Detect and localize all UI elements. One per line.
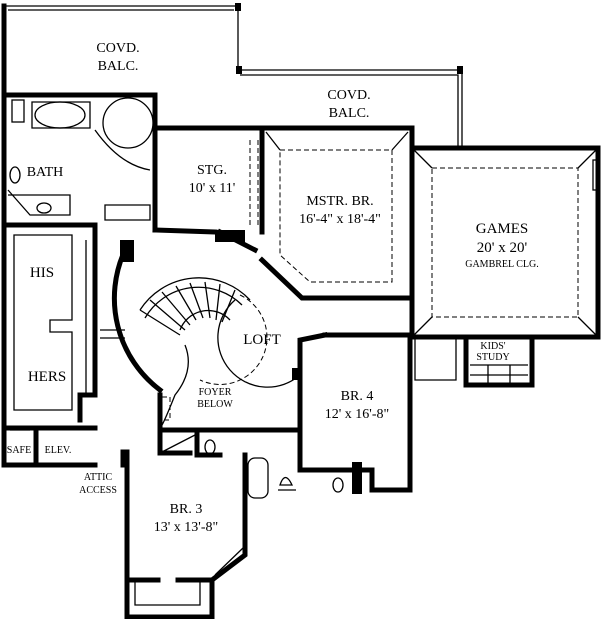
covered-balcony-1 bbox=[1, 3, 242, 98]
kids-study-sublabel: STUDY bbox=[476, 352, 509, 363]
foyer-walls bbox=[157, 332, 415, 433]
mstr-br-label: MSTR. BR. bbox=[306, 194, 373, 209]
stg-label: STG. bbox=[197, 163, 227, 178]
covd-balc-1-label: COVD. bbox=[96, 41, 139, 56]
attic-sublabel: ACCESS bbox=[79, 485, 117, 496]
corridor bbox=[77, 449, 126, 468]
loft-label: LOFT bbox=[243, 332, 281, 348]
room-labels: COVD. BALC. COVD. BALC. BATH STG. 10' x … bbox=[7, 41, 539, 535]
bath-label: BATH bbox=[27, 165, 64, 180]
stg-size: 10' x 11' bbox=[189, 181, 236, 196]
safe-elevator bbox=[1, 425, 98, 468]
kids-study bbox=[414, 335, 535, 388]
games-label: GAMES bbox=[476, 221, 529, 237]
br3-size: 13' x 13'-8" bbox=[154, 520, 218, 535]
covd-balc-1-sublabel: BALC. bbox=[98, 59, 139, 74]
bath-room bbox=[1, 92, 158, 228]
covd-balc-2-sublabel: BALC. bbox=[329, 106, 370, 121]
his-label: HIS bbox=[30, 265, 54, 281]
bath-2 bbox=[157, 337, 413, 499]
foyer-sublabel: BELOW bbox=[197, 399, 233, 410]
br4-size: 12' x 16'-8" bbox=[325, 407, 389, 422]
games-note: GAMBREL CLG. bbox=[465, 259, 539, 270]
br3-label: BR. 3 bbox=[170, 502, 203, 517]
elev-label: ELEV. bbox=[45, 445, 72, 456]
games-room bbox=[409, 145, 601, 340]
spiral-staircase bbox=[100, 227, 301, 426]
safe-label: SAFE bbox=[7, 445, 31, 456]
foyer-label: FOYER bbox=[199, 387, 232, 398]
storage-room bbox=[152, 125, 265, 235]
br4-label: BR. 4 bbox=[341, 389, 374, 404]
attic-label: ATTIC bbox=[84, 472, 113, 483]
mstr-br-size: 16'-4" x 18'-4" bbox=[299, 212, 381, 227]
covered-balcony-2 bbox=[240, 66, 463, 150]
covd-balc-2-label: COVD. bbox=[327, 88, 370, 103]
hers-label: HERS bbox=[28, 369, 66, 385]
games-size: 20' x 20' bbox=[477, 240, 528, 256]
his-hers-closets bbox=[1, 222, 98, 431]
kids-study-label: KIDS' bbox=[480, 341, 505, 352]
bedroom-3 bbox=[124, 449, 248, 619]
